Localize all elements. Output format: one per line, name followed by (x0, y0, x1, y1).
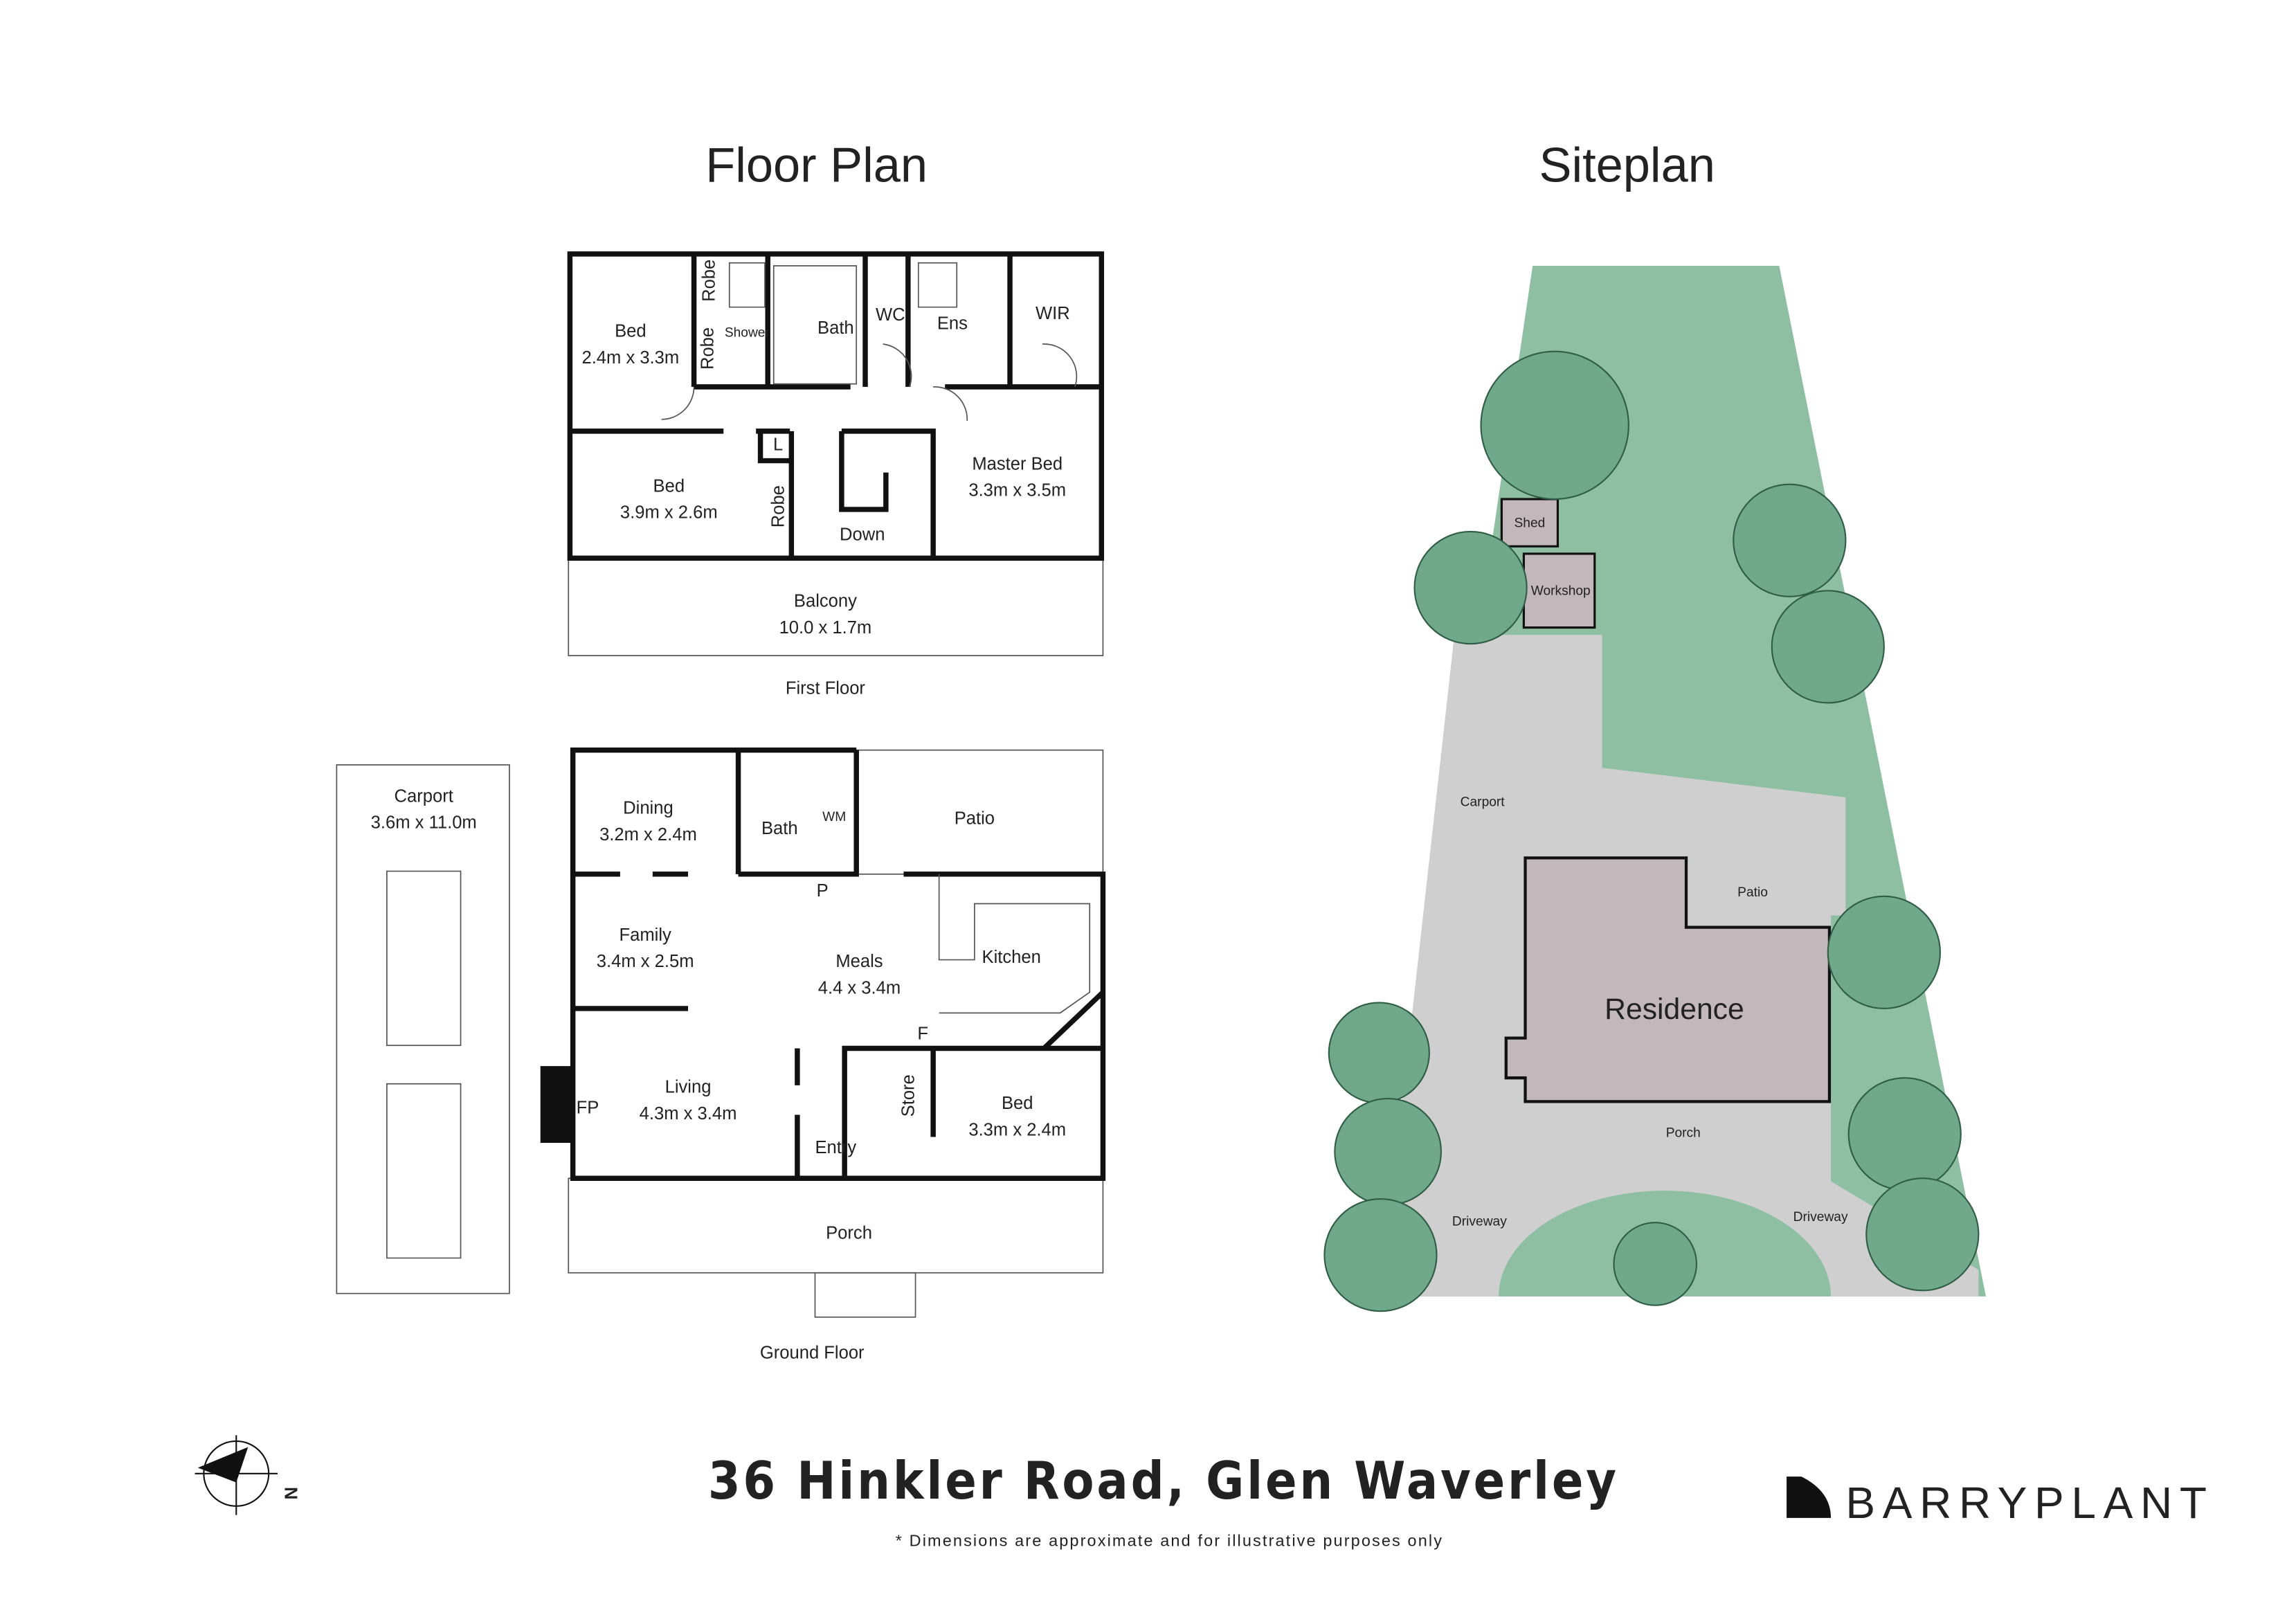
tree-icon (1413, 530, 1528, 645)
tree-icon (1334, 1097, 1442, 1206)
room-dims: 3.4m x 2.5m (597, 952, 694, 971)
room-label: FP (577, 1098, 599, 1117)
fixtures (386, 870, 1091, 1259)
room-label: Robe (698, 327, 717, 370)
shed (1500, 498, 1560, 548)
room-dims: 4.4 x 3.4m (818, 979, 901, 998)
room-name: Bed (653, 476, 685, 496)
site-label: Driveway (1793, 1210, 1848, 1225)
room-label: Bath (817, 318, 854, 338)
tree-icon (1328, 1002, 1430, 1104)
compass-label: N (281, 1487, 300, 1499)
room-label: Patio (955, 808, 995, 828)
tree-icon (1771, 590, 1885, 704)
ground-floor-plan: Dining 3.2m x 2.4m Family 3.4m x 2.5m Me… (336, 747, 1106, 1362)
room-name: Dining (623, 798, 674, 817)
room-label: Store (898, 1074, 918, 1117)
site-label: Patio (1737, 885, 1768, 900)
room-name: Balcony (794, 592, 857, 611)
room-label: Entry (815, 1138, 856, 1157)
first-floor-outline (567, 251, 1105, 561)
room-dims: 2.4m x 3.3m (581, 348, 679, 368)
room-dims: 3.9m x 2.6m (620, 503, 718, 523)
workshop (1522, 552, 1596, 629)
tree-icon (1323, 1198, 1438, 1312)
room-label: Robe (699, 260, 718, 302)
property-address: 36 Hinkler Road, Glen Waverley (708, 1451, 1619, 1511)
room-label: L (773, 435, 783, 455)
siteplan-title: Siteplan (1539, 137, 1715, 192)
tree-icon (1480, 350, 1629, 500)
room-label: F (917, 1024, 928, 1044)
ground-floor-label: Ground Floor (760, 1343, 865, 1362)
tree-icon (1613, 1222, 1698, 1306)
room-label: Down (840, 525, 885, 545)
brand-name: BARRYPLANT (1845, 1478, 2214, 1528)
room-dims: 3.2m x 2.4m (599, 825, 697, 844)
room-dims: 10.0 x 1.7m (779, 618, 872, 638)
room-name: Meals (835, 952, 883, 971)
site-label: Porch (1666, 1126, 1701, 1141)
site-label: Driveway (1452, 1215, 1507, 1229)
residence-label: Residence (1605, 993, 1744, 1026)
ground-floor-walls (570, 747, 1106, 1181)
north-arrow-icon: N (195, 1435, 300, 1515)
first-floor-plan: Bed 2.4m x 3.3m Bed 3.9m x 2.6m Master B… (567, 251, 1105, 698)
room-name: Family (620, 925, 672, 945)
residence (1504, 856, 1832, 1103)
room-dims: 3.3m x 2.4m (968, 1120, 1066, 1139)
site-label: Shed (1515, 516, 1546, 531)
room-label: WM (822, 810, 846, 824)
site-label: Carport (1461, 795, 1506, 810)
tree-icon (1733, 483, 1847, 597)
tree-icon (1865, 1177, 1980, 1292)
siteplan: Shed Workshop Carport Patio Residence Po… (1323, 265, 1987, 1312)
carport-area (336, 764, 510, 1294)
fireplace (540, 1066, 573, 1144)
room-name: Bed (1002, 1094, 1033, 1113)
room-name: Bed (615, 321, 647, 341)
room-label: WC (876, 305, 905, 325)
room-label: WIR (1036, 304, 1070, 323)
disclaimer: * Dimensions are approximate and for ill… (896, 1531, 1443, 1549)
room-name: Carport (395, 786, 453, 806)
first-floor-label: First Floor (786, 679, 866, 698)
brand-logo: BARRYPLANT (1787, 1476, 2214, 1528)
room-name: Living (665, 1078, 712, 1097)
room-dims: 3.3m x 3.5m (968, 481, 1066, 500)
first-floor-walls (570, 253, 1102, 559)
site-label: Workshop (1531, 584, 1591, 599)
room-label: Porch (826, 1224, 872, 1243)
tree-icon (1827, 895, 1941, 1010)
room-name: Master Bed (972, 454, 1063, 473)
room-dims: 4.3m x 3.4m (640, 1104, 737, 1123)
room-label: Bath (761, 819, 798, 838)
tree-icon (1847, 1077, 1962, 1191)
trees (1323, 350, 1980, 1312)
door-swings (661, 262, 1078, 421)
room-label: Kitchen (982, 948, 1041, 967)
room-label: Ens (937, 314, 968, 334)
steps (814, 1272, 916, 1318)
room-label: Robe (769, 485, 788, 527)
room-label: Shower (725, 325, 770, 340)
brand-logo-icon (1787, 1476, 1832, 1518)
floor-plan-title: Floor Plan (705, 137, 928, 192)
room-dims: 3.6m x 11.0m (371, 813, 477, 833)
room-label: P (817, 881, 829, 901)
